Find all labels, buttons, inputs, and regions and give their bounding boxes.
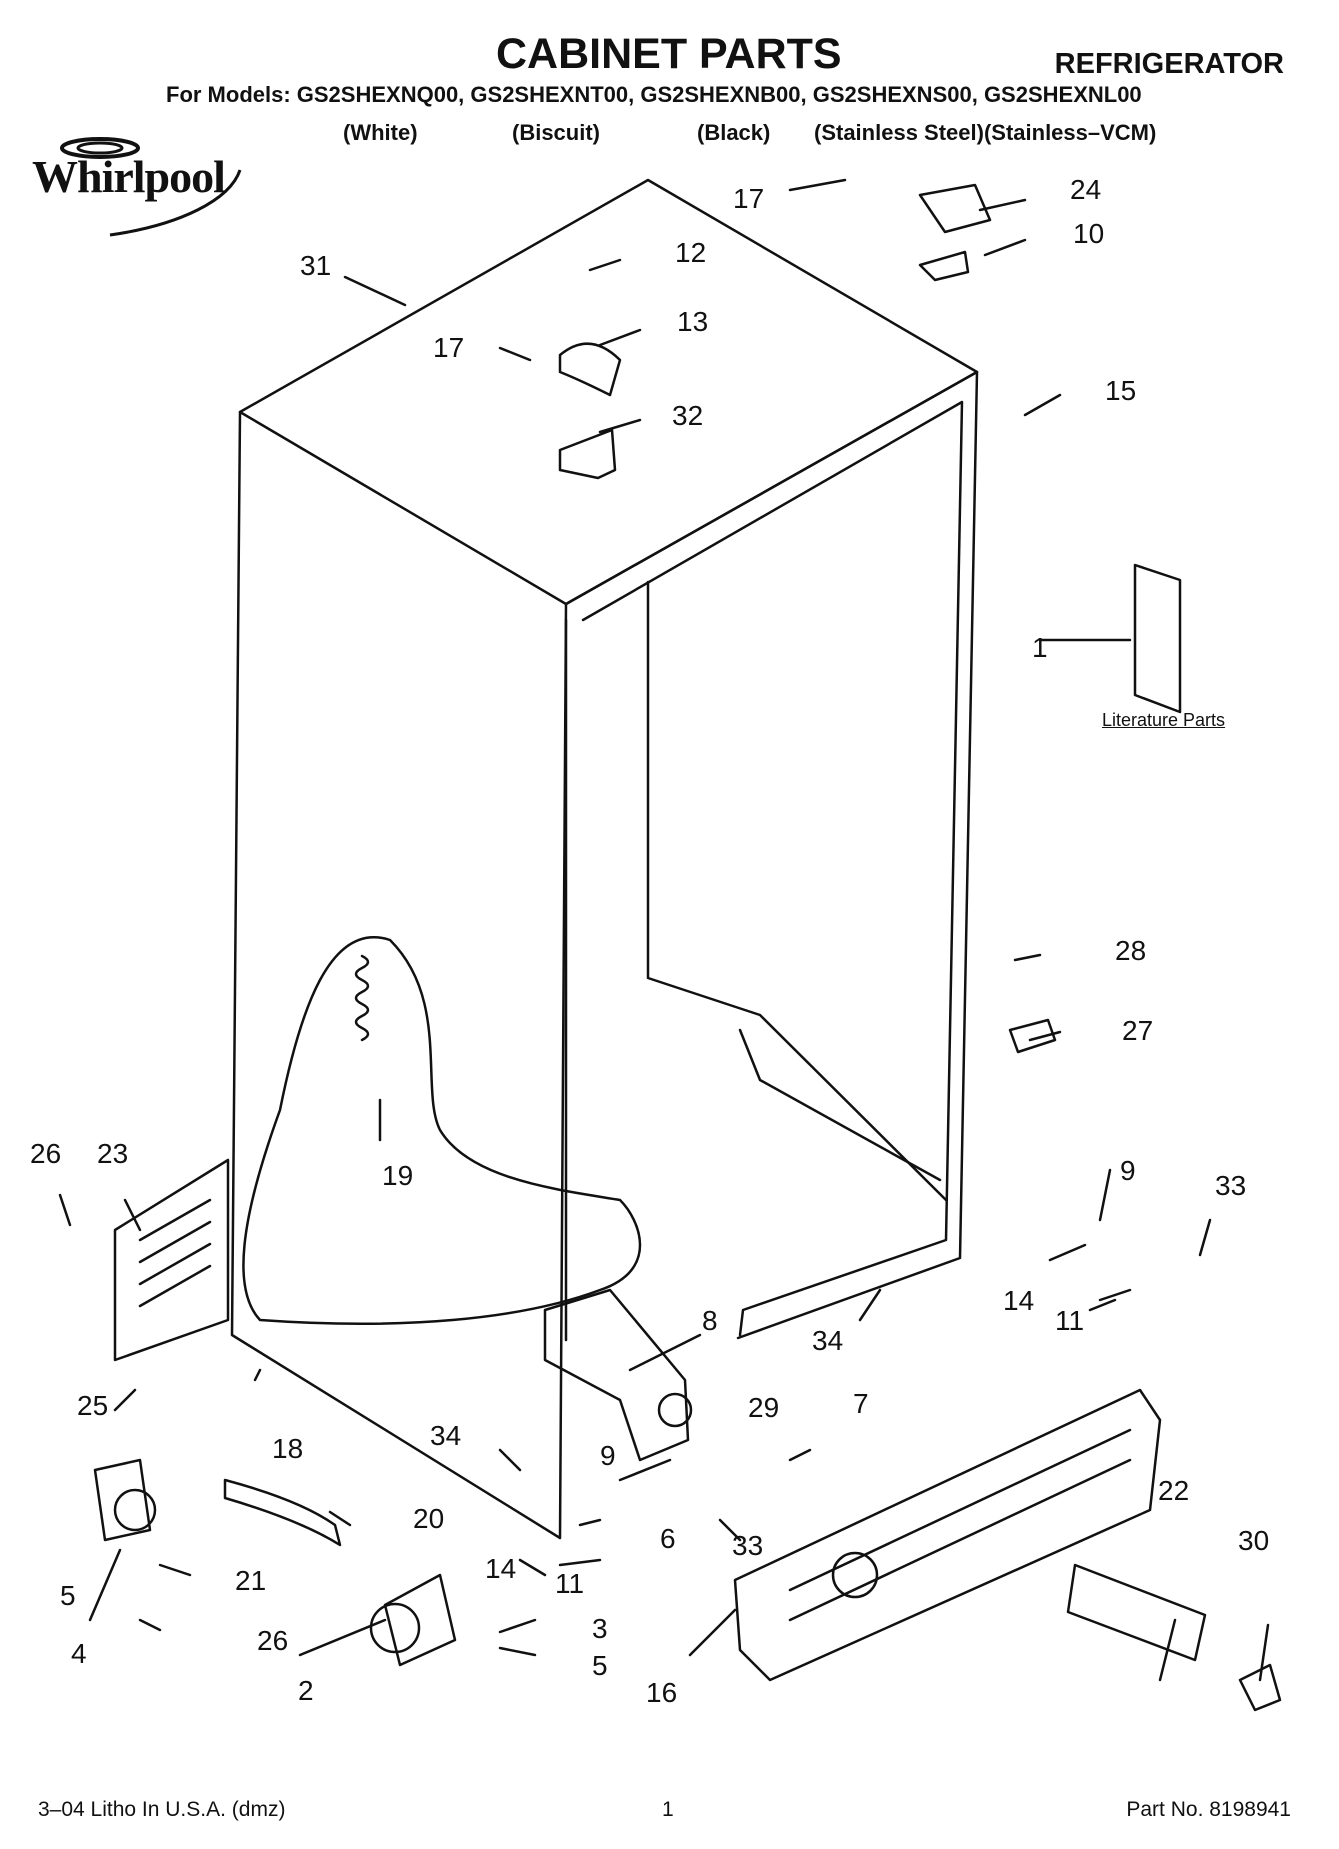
variant-stainless: (Stainless Steel)(Stainless–VCM) [814, 120, 1157, 145]
callout-27: 27 [1122, 1015, 1154, 1046]
callout-26-lower: 26 [257, 1625, 289, 1656]
callout-14: 14 [1003, 1285, 1035, 1316]
models-line: For Models: GS2SHEXNQ00, GS2SHEXNT00, GS… [166, 82, 1142, 107]
toe-grille [733, 1388, 1162, 1682]
hinge-10 [918, 250, 970, 282]
callout-5-lower: 5 [592, 1650, 608, 1681]
footer-page-number: 1 [662, 1798, 674, 1821]
callout-23: 23 [97, 1138, 129, 1169]
callout-24: 24 [1070, 174, 1102, 205]
callout-21: 21 [235, 1565, 267, 1596]
callout-2: 2 [298, 1675, 314, 1706]
cabinet-top [238, 178, 979, 606]
callout-33-lower: 33 [732, 1530, 764, 1561]
grille-opening [831, 1551, 879, 1599]
callout-16: 16 [646, 1677, 678, 1708]
filter-cap-30 [1238, 1663, 1282, 1712]
water-filter [1066, 1563, 1207, 1662]
callout-19: 19 [382, 1160, 414, 1191]
footer-part-number: Part No. 8198941 [1126, 1798, 1291, 1821]
access-panel [113, 1158, 230, 1362]
duct-opening [657, 1392, 693, 1428]
callout-11: 11 [1055, 1305, 1085, 1336]
cabinet-front-inner [581, 400, 964, 1337]
callout-34: 34 [812, 1325, 844, 1356]
roller-4 [93, 1458, 152, 1542]
hinge-32 [558, 428, 617, 480]
callout-33: 33 [1215, 1170, 1247, 1201]
variant-black: (Black) [697, 120, 771, 145]
panel-slots [138, 1198, 212, 1308]
callout-5: 5 [60, 1580, 76, 1611]
cabinet-left-side [230, 410, 568, 1540]
roller-wheel-4 [113, 1488, 157, 1532]
hinge-cover-24 [918, 183, 992, 234]
leader-lines [58, 178, 1270, 1682]
callout-22: 22 [1158, 1475, 1190, 1506]
callout-6: 6 [660, 1523, 676, 1554]
callout-30: 30 [1238, 1525, 1270, 1556]
callout-26: 26 [30, 1138, 62, 1169]
callout-7: 7 [853, 1388, 869, 1419]
bracket-27 [1008, 1018, 1057, 1054]
variant-white: (White) [343, 120, 418, 145]
callout-3: 3 [592, 1613, 608, 1644]
cabinet-front-frame [564, 370, 979, 1340]
roller-wheel-2 [369, 1602, 421, 1654]
callout-17-top: 17 [733, 183, 765, 214]
callout-4: 4 [71, 1638, 87, 1669]
page-title: CABINET PARTS [496, 30, 842, 78]
cabinet-shelf [738, 1028, 942, 1182]
tube-20 [223, 1478, 342, 1547]
callout-28: 28 [1115, 935, 1147, 966]
callout-14-lower: 14 [485, 1553, 517, 1584]
callout-29: 29 [748, 1392, 780, 1423]
callout-12: 12 [675, 237, 707, 268]
spring-part [354, 954, 370, 1042]
callout-25: 25 [77, 1390, 109, 1421]
callout-15: 15 [1105, 375, 1137, 406]
cabinet-interior [646, 580, 948, 1202]
roller-2 [383, 1573, 457, 1667]
callout-11-lower: 11 [555, 1568, 585, 1599]
callout-34-lower: 34 [430, 1420, 462, 1451]
literature-parts-label: Literature Parts [1102, 710, 1226, 730]
callout-32: 32 [672, 400, 704, 431]
brand-name: Whirlpool [32, 151, 226, 202]
grille-slats [788, 1428, 1132, 1622]
callout-17: 17 [433, 332, 465, 363]
callout-1: 1 [1032, 632, 1048, 663]
hinge-cover-13 [558, 342, 622, 397]
cutaway-outline [242, 936, 642, 1325]
logo-swirl-icon [60, 137, 242, 237]
callout-8: 8 [702, 1305, 718, 1336]
callout-18: 18 [272, 1433, 304, 1464]
literature-pack [1133, 563, 1182, 714]
callout-31: 31 [300, 250, 332, 281]
product-type: REFRIGERATOR [1054, 48, 1284, 80]
duct-8 [543, 1288, 690, 1462]
footer-litho: 3–04 Litho In U.S.A. (dmz) [38, 1798, 286, 1821]
callout-20: 20 [413, 1503, 445, 1534]
callout-9-lower: 9 [600, 1440, 616, 1471]
callout-13: 13 [677, 306, 709, 337]
variant-biscuit: (Biscuit) [512, 120, 600, 145]
callout-10: 10 [1073, 218, 1105, 249]
callout-9: 9 [1120, 1155, 1136, 1186]
